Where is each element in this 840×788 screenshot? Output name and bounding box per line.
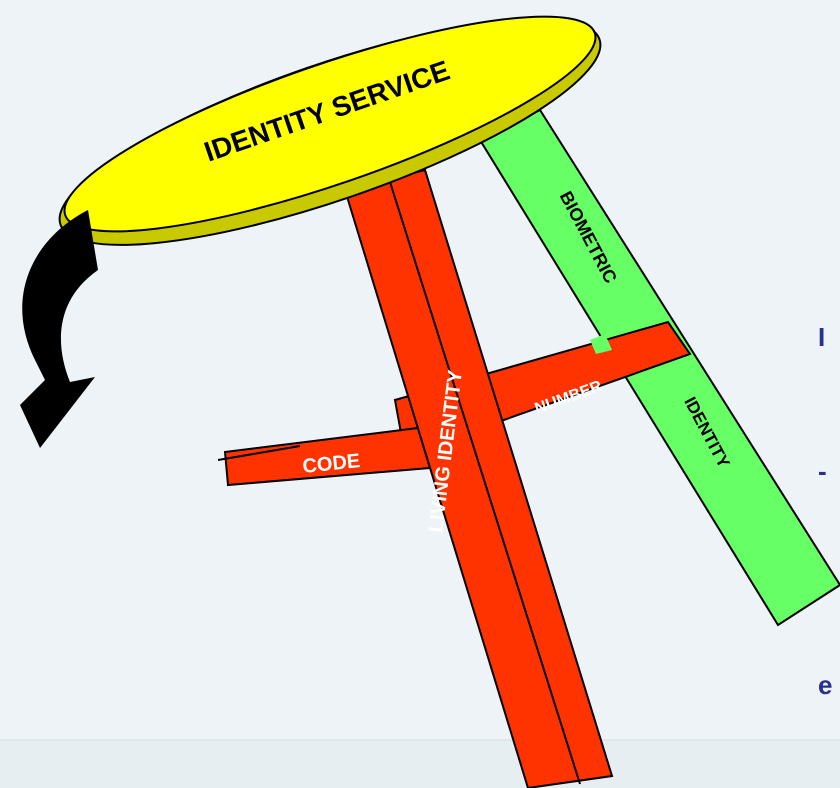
curved-arrow-down-left-icon (20, 210, 98, 448)
identity-service-seat (58, 15, 602, 246)
side-text-line-1: I (818, 322, 826, 352)
side-text-line-3: e (818, 670, 833, 700)
side-text-line-2: - (818, 456, 827, 486)
footer-band (0, 740, 840, 788)
